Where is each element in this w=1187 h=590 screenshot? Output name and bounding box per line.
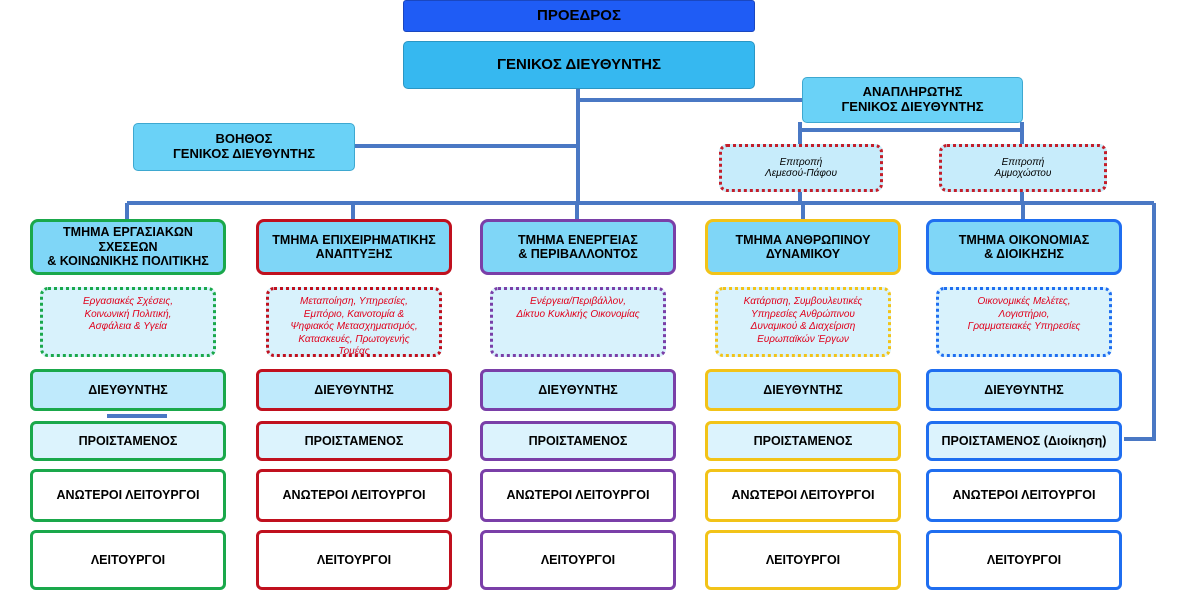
director-box: ΔΙΕΥΘΥΝΤΗΣ (705, 369, 901, 411)
president-label: ΠΡΟΕΔΡΟΣ (537, 7, 621, 25)
head-label: ΠΡΟΙΣΤΑΜΕΝΟΣ (753, 433, 853, 448)
head-box: ΠΡΟΙΣΤΑΜΕΝΟΣ (Διοίκηση) (926, 421, 1122, 461)
deputy-general-manager-box: ΑΝΑΠΛΗΡΩΤΗΣ ΓΕΝΙΚΟΣ ΔΙΕΥΘΥΝΤΗΣ (802, 77, 1023, 123)
senior-officers-label: ΑΝΩΤΕΡΟΙ ΛΕΙΤΟΥΡΓΟΙ (952, 488, 1096, 503)
department-name: ΤΜΗΜΑ ΕΡΓΑΣΙΑΚΩΝ ΣΧΕΣΕΩΝ & ΚΟΙΝΩΝΙΚΗΣ ΠΟ… (47, 225, 209, 269)
officers-label: ΛΕΙΤΟΥΡΓΟΙ (90, 552, 166, 567)
officers-label: ΛΕΙΤΟΥΡΓΟΙ (540, 552, 616, 567)
department-box: ΤΜΗΜΑ ΕΡΓΑΣΙΑΚΩΝ ΣΧΕΣΕΩΝ & ΚΟΙΝΩΝΙΚΗΣ ΠΟ… (30, 219, 226, 275)
department-description: Μεταποίηση, Υπηρεσίες, Εμπόριο, Καινοτομ… (266, 287, 442, 357)
department-description: Ενέργεια/Περιβάλλον, Δίκτυο Κυκλικής Οικ… (490, 287, 666, 357)
president-box: ΠΡΟΕΔΡΟΣ (403, 0, 755, 32)
committee-label: Επιτροπή Λεμεσού-Πάφου (765, 156, 837, 180)
senior-officers-box: ΑΝΩΤΕΡΟΙ ΛΕΙΤΟΥΡΓΟΙ (256, 469, 452, 522)
director-label: ΔΙΕΥΘΥΝΤΗΣ (88, 382, 168, 397)
general-manager-label: ΓΕΝΙΚΟΣ ΔΙΕΥΘΥΝΤΗΣ (497, 56, 661, 74)
senior-officers-box: ΑΝΩΤΕΡΟΙ ΛΕΙΤΟΥΡΓΟΙ (480, 469, 676, 522)
department-box: ΤΜΗΜΑ ΑΝΘΡΩΠΙΝΟΥ ΔΥΝΑΜΙΚΟΥ (705, 219, 901, 275)
head-box: ΠΡΟΙΣΤΑΜΕΝΟΣ (480, 421, 676, 461)
director-box: ΔΙΕΥΘΥΝΤΗΣ (256, 369, 452, 411)
head-box: ΠΡΟΙΣΤΑΜΕΝΟΣ (256, 421, 452, 461)
department-description-text: Οικονομικές Μελέτες, Λογιστήριο, Γραμματ… (967, 296, 1081, 332)
head-label: ΠΡΟΙΣΤΑΜΕΝΟΣ (528, 433, 628, 448)
department-name: ΤΜΗΜΑ ΑΝΘΡΩΠΙΝΟΥ ΔΥΝΑΜΙΚΟΥ (735, 232, 871, 261)
assistant-general-manager-box: ΒΟΗΘΟΣ ΓΕΝΙΚΟΣ ΔΙΕΥΘΥΝΤΗΣ (133, 123, 355, 171)
officers-box: ΛΕΙΤΟΥΡΓΟΙ (705, 530, 901, 590)
head-box: ΠΡΟΙΣΤΑΜΕΝΟΣ (30, 421, 226, 461)
department-description: Εργασιακές Σχέσεις, Κοινωνική Πολιτική, … (40, 287, 216, 357)
senior-officers-box: ΑΝΩΤΕΡΟΙ ΛΕΙΤΟΥΡΓΟΙ (926, 469, 1122, 522)
senior-officers-label: ΑΝΩΤΕΡΟΙ ΛΕΙΤΟΥΡΓΟΙ (56, 488, 200, 503)
head-label: ΠΡΟΙΣΤΑΜΕΝΟΣ (304, 433, 404, 448)
director-label: ΔΙΕΥΘΥΝΤΗΣ (763, 382, 843, 397)
senior-officers-label: ΑΝΩΤΕΡΟΙ ΛΕΙΤΟΥΡΓΟΙ (282, 488, 426, 503)
department-description-text: Εργασιακές Σχέσεις, Κοινωνική Πολιτική, … (83, 296, 173, 332)
committee-famagusta: Επιτροπή Αμμοχώστου (939, 144, 1107, 192)
committee-limassol-paphos: Επιτροπή Λεμεσού-Πάφου (719, 144, 883, 192)
committee-label: Επιτροπή Αμμοχώστου (994, 156, 1052, 180)
department-description-text: Ενέργεια/Περιβάλλον, Δίκτυο Κυκλικής Οικ… (516, 296, 640, 320)
department-name: ΤΜΗΜΑ ΕΝΕΡΓΕΙΑΣ & ΠΕΡΙΒΑΛΛΟΝΤΟΣ (518, 232, 638, 261)
department-description: Κατάρτιση, Συμβουλευτικές Υπηρεσίες Ανθρ… (715, 287, 891, 357)
officers-box: ΛΕΙΤΟΥΡΓΟΙ (30, 530, 226, 590)
head-box: ΠΡΟΙΣΤΑΜΕΝΟΣ (705, 421, 901, 461)
officers-box: ΛΕΙΤΟΥΡΓΟΙ (480, 530, 676, 590)
department-box: ΤΜΗΜΑ ΟΙΚΟΝΟΜΙΑΣ & ΔΙΟΙΚΗΣΗΣ (926, 219, 1122, 275)
director-box: ΔΙΕΥΘΥΝΤΗΣ (30, 369, 226, 411)
officers-label: ΛΕΙΤΟΥΡΓΟΙ (316, 552, 392, 567)
department-name: ΤΜΗΜΑ ΕΠΙΧΕΙΡΗΜΑΤΙΚΗΣ ΑΝΑΠΤΥΞΗΣ (272, 232, 436, 261)
general-manager-box: ΓΕΝΙΚΟΣ ΔΙΕΥΘΥΝΤΗΣ (403, 41, 755, 89)
assistant-general-manager-label: ΒΟΗΘΟΣ ΓΕΝΙΚΟΣ ΔΙΕΥΘΥΝΤΗΣ (172, 131, 316, 161)
head-label: ΠΡΟΙΣΤΑΜΕΝΟΣ (78, 433, 178, 448)
department-box: ΤΜΗΜΑ ΕΝΕΡΓΕΙΑΣ & ΠΕΡΙΒΑΛΛΟΝΤΟΣ (480, 219, 676, 275)
department-name: ΤΜΗΜΑ ΟΙΚΟΝΟΜΙΑΣ & ΔΙΟΙΚΗΣΗΣ (958, 232, 1090, 261)
director-box: ΔΙΕΥΘΥΝΤΗΣ (480, 369, 676, 411)
officers-label: ΛΕΙΤΟΥΡΓΟΙ (986, 552, 1062, 567)
senior-officers-label: ΑΝΩΤΕΡΟΙ ΛΕΙΤΟΥΡΓΟΙ (731, 488, 875, 503)
deputy-general-manager-label: ΑΝΑΠΛΗΡΩΤΗΣ ΓΕΝΙΚΟΣ ΔΙΕΥΘΥΝΤΗΣ (841, 84, 984, 114)
senior-officers-box: ΑΝΩΤΕΡΟΙ ΛΕΙΤΟΥΡΓΟΙ (30, 469, 226, 522)
head-label: ΠΡΟΙΣΤΑΜΕΝΟΣ (Διοίκηση) (941, 433, 1107, 448)
department-description: Οικονομικές Μελέτες, Λογιστήριο, Γραμματ… (936, 287, 1112, 357)
director-label: ΔΙΕΥΘΥΝΤΗΣ (538, 382, 618, 397)
senior-officers-box: ΑΝΩΤΕΡΟΙ ΛΕΙΤΟΥΡΓΟΙ (705, 469, 901, 522)
officers-box: ΛΕΙΤΟΥΡΓΟΙ (256, 530, 452, 590)
officers-label: ΛΕΙΤΟΥΡΓΟΙ (765, 552, 841, 567)
director-label: ΔΙΕΥΘΥΝΤΗΣ (314, 382, 394, 397)
director-label: ΔΙΕΥΘΥΝΤΗΣ (984, 382, 1064, 397)
department-description-text: Μεταποίηση, Υπηρεσίες, Εμπόριο, Καινοτομ… (290, 296, 418, 357)
department-box: ΤΜΗΜΑ ΕΠΙΧΕΙΡΗΜΑΤΙΚΗΣ ΑΝΑΠΤΥΞΗΣ (256, 219, 452, 275)
department-description-text: Κατάρτιση, Συμβουλευτικές Υπηρεσίες Ανθρ… (743, 296, 863, 345)
director-box: ΔΙΕΥΘΥΝΤΗΣ (926, 369, 1122, 411)
officers-box: ΛΕΙΤΟΥΡΓΟΙ (926, 530, 1122, 590)
senior-officers-label: ΑΝΩΤΕΡΟΙ ΛΕΙΤΟΥΡΓΟΙ (506, 488, 650, 503)
